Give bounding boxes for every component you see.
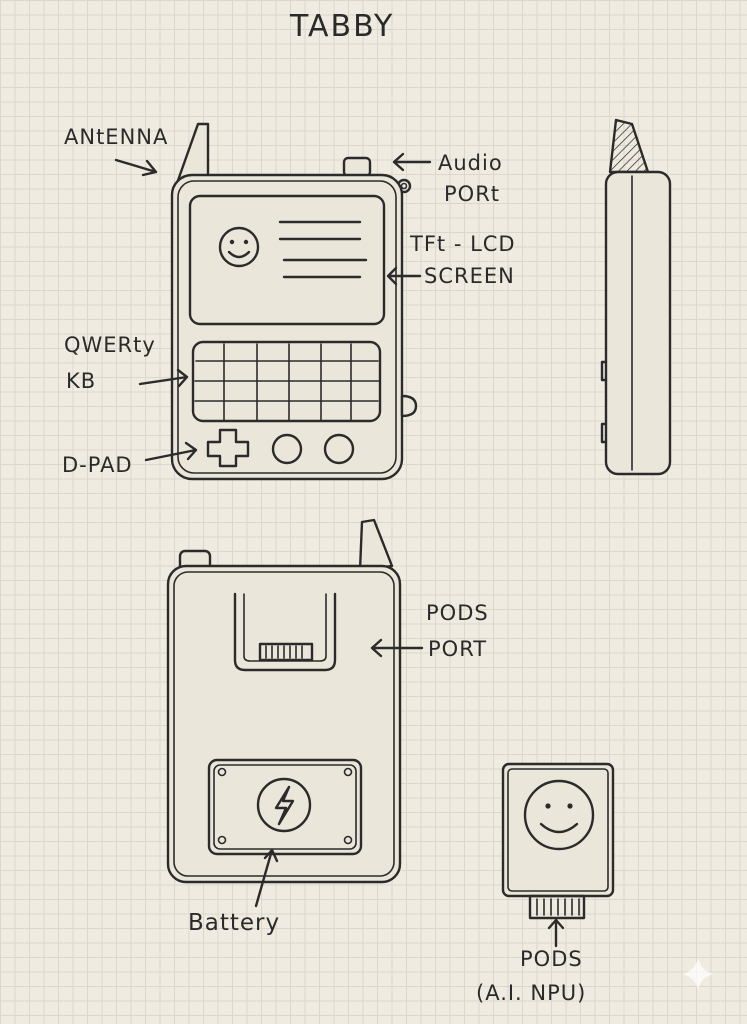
pods-port-label-line1: PODS (426, 601, 489, 625)
battery-plate (207, 758, 363, 856)
pods-port-label-line2: PORT (428, 637, 488, 661)
screen-label-line2: SCREEN (424, 264, 515, 288)
audio-port-label-line1: Audio (438, 151, 503, 175)
pods-body (501, 762, 615, 898)
antenna-label: ANtENNA (64, 125, 169, 149)
keyboard-label-line2: KB (66, 369, 97, 393)
audio-port-label-line2: PORt (444, 182, 501, 206)
keyboard-label-line1: QWERty (64, 333, 156, 357)
pods-label-line1: PODS (520, 947, 583, 971)
side-button (400, 394, 418, 418)
side-view (600, 118, 672, 476)
button-b (323, 433, 355, 465)
smiley-icon (523, 779, 595, 851)
side-antenna (608, 118, 650, 174)
annotation-arrows (114, 152, 565, 948)
smiley-icon (218, 226, 260, 268)
button-a (271, 433, 303, 465)
battery-label: Battery (188, 910, 281, 936)
tft-lcd-screen (188, 194, 386, 326)
pods-connector (528, 894, 586, 920)
page-title: TABBY (290, 9, 395, 44)
pods-module (501, 762, 615, 920)
audio-port (342, 156, 372, 178)
back-body (166, 564, 402, 884)
pods-label-line2: (A.I. NPU) (476, 981, 587, 1005)
screen-label-line1: TFt - LCD (410, 232, 516, 256)
sparkle-icon (682, 958, 714, 990)
dpad-label: D-PAD (62, 453, 133, 477)
front-view (170, 122, 418, 481)
back-view (166, 518, 402, 884)
front-body (170, 173, 404, 481)
pods-port (233, 592, 337, 672)
back-antenna (358, 518, 394, 572)
dpad-icon (206, 428, 250, 468)
lightning-icon (256, 777, 312, 833)
side-body (604, 170, 672, 476)
qwerty-keyboard (191, 340, 382, 423)
